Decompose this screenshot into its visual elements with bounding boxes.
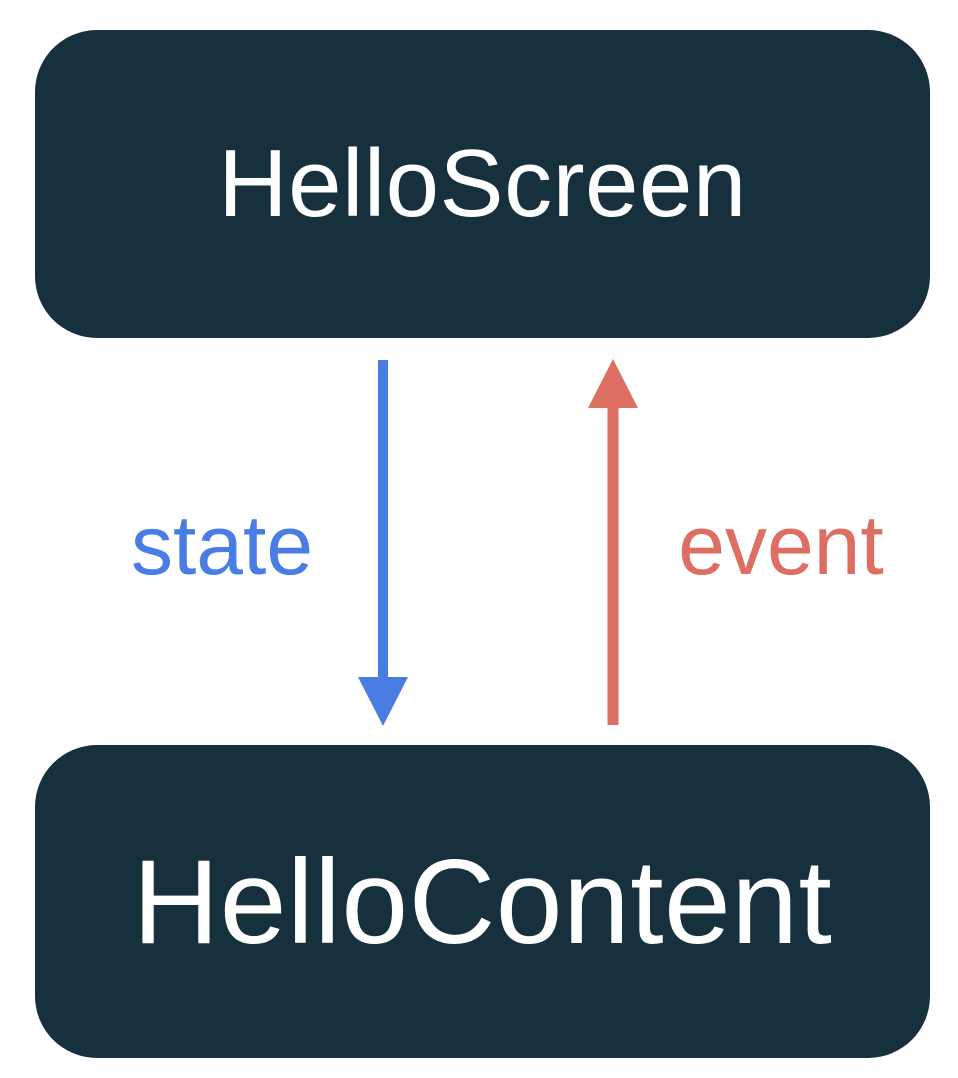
state-arrow xyxy=(358,360,408,726)
state-arrow-label: state xyxy=(130,498,314,592)
node-hello-screen: HelloScreen xyxy=(35,30,930,338)
event-arrow-label: event xyxy=(678,498,884,592)
state-arrowhead-down-icon xyxy=(358,677,408,726)
node-hello-content-label: HelloContent xyxy=(132,834,833,969)
event-arrow xyxy=(588,359,638,725)
event-arrowhead-up-icon xyxy=(588,359,638,408)
node-hello-content: HelloContent xyxy=(35,745,930,1058)
node-hello-screen-label: HelloScreen xyxy=(218,130,747,237)
